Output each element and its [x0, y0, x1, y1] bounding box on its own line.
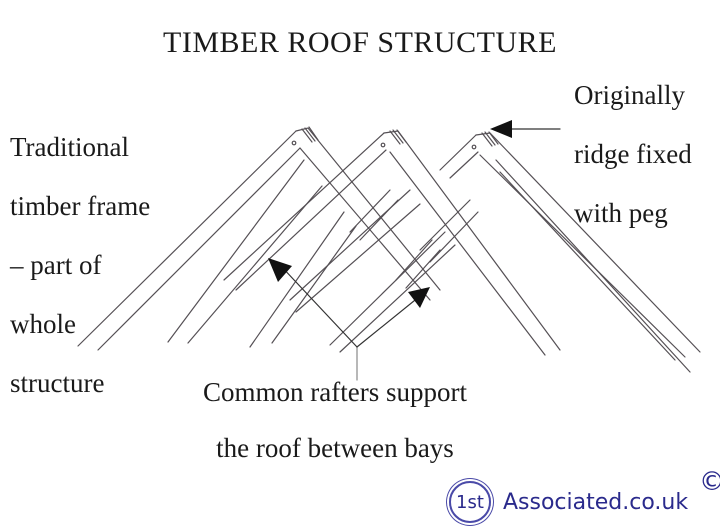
- diagram-title: TIMBER ROOF STRUCTURE: [163, 26, 557, 59]
- truss-1: [77, 126, 441, 351]
- common-rafter-4: [329, 231, 456, 353]
- rafter-right-2a: [383, 130, 561, 351]
- rafter-left-3: [439, 134, 479, 179]
- label-common-rafters: Common rafters support the roof between …: [160, 364, 510, 476]
- rafter-right-3b: [479, 154, 686, 358]
- copyright-icon: ©: [699, 467, 720, 497]
- arrowhead-left: [268, 258, 292, 282]
- label-line: Traditional: [10, 132, 130, 162]
- label-line: timber frame: [10, 191, 151, 221]
- arrowheads: [268, 120, 512, 308]
- arrowhead-right: [408, 287, 430, 308]
- common-rafter-1: [167, 159, 323, 344]
- common-rafter-2: [249, 211, 357, 348]
- logo-badge: 1st: [449, 481, 491, 523]
- label-line: ridge fixed: [574, 139, 692, 169]
- label-timber-frame: Traditional timber frame – part of whole…: [10, 118, 150, 413]
- label-line: – part of: [10, 250, 102, 280]
- rafter-right-1a: [295, 127, 441, 291]
- purlin-2: [395, 239, 441, 289]
- label-line: the roof between bays: [216, 433, 454, 463]
- truss-3: [439, 131, 701, 373]
- label-ridge-peg: Originally ridge fixed with peg: [574, 66, 692, 243]
- rafter-right-1b: [299, 147, 431, 301]
- purlin-3: [419, 199, 479, 263]
- common-rafter-3: [289, 189, 421, 313]
- annotation-arrows: [279, 128, 561, 381]
- rafter-right-3c: [495, 159, 691, 373]
- logo-name: Associated.co.uk: [503, 489, 689, 515]
- label-line: Common rafters support: [203, 377, 467, 407]
- label-line: Originally: [574, 80, 685, 110]
- label-line: with peg: [574, 198, 668, 228]
- rafter-right-2b: [389, 151, 546, 356]
- arrowhead-ridge: [490, 120, 512, 138]
- rafter-left-1: [77, 130, 301, 351]
- rafter-left-2: [223, 132, 387, 291]
- label-line: whole: [10, 309, 76, 339]
- brand-logo: 1st Associated.co.uk ©: [449, 467, 720, 523]
- purlin-1: [349, 189, 399, 241]
- label-line: structure: [10, 368, 105, 398]
